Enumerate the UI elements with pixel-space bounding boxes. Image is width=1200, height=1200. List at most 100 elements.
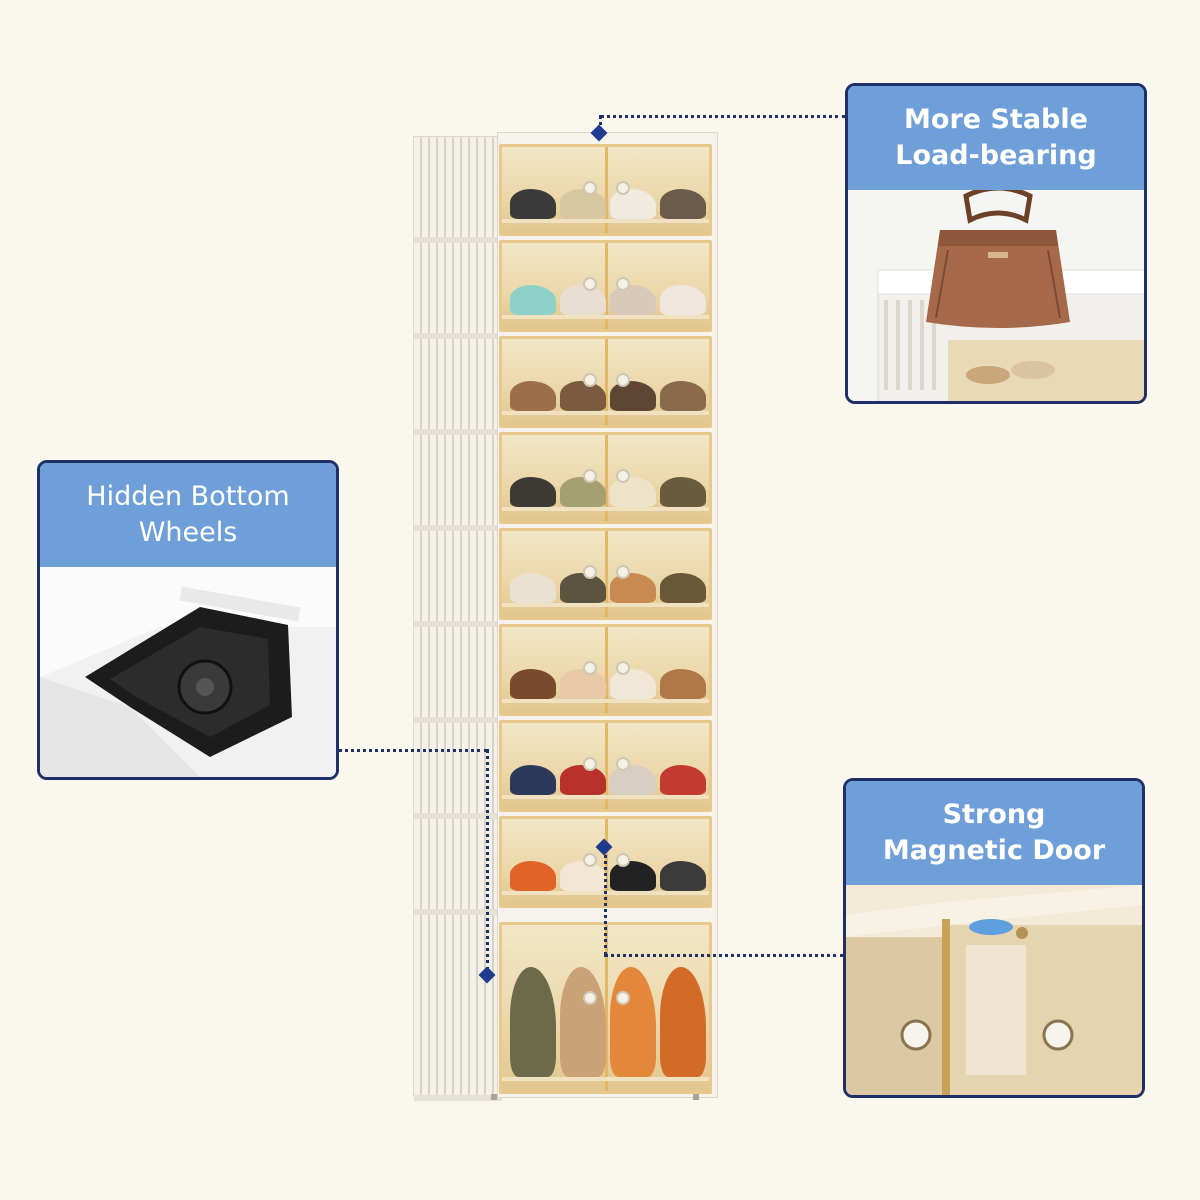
side-panel-band <box>414 621 502 627</box>
drawer-shelf <box>502 507 709 511</box>
load-bearing-image <box>848 185 1144 401</box>
side-panel-band <box>414 333 502 339</box>
hidden-wheels-title-line2: Wheels <box>138 517 238 548</box>
door-knob[interactable] <box>582 373 597 388</box>
cabinet-drawer[interactable] <box>499 144 712 236</box>
door-knob[interactable] <box>582 853 597 868</box>
shoe <box>610 765 656 795</box>
cabinet-drawer[interactable] <box>499 720 712 812</box>
door-knob[interactable] <box>582 757 597 772</box>
shoe <box>660 189 706 219</box>
drawer-shelf <box>502 795 709 799</box>
shoe <box>560 669 606 699</box>
side-panel-band <box>414 1095 502 1101</box>
shoe <box>660 967 706 1077</box>
load-connector-line <box>600 115 846 118</box>
door-knob[interactable] <box>582 181 597 196</box>
shoe <box>510 189 556 219</box>
door-knob[interactable] <box>616 469 631 484</box>
drawer-door-split <box>604 627 608 713</box>
shoe <box>610 477 656 507</box>
cabinet-drawer[interactable] <box>499 240 712 332</box>
shoe <box>660 861 706 891</box>
shoe <box>510 285 556 315</box>
drawer-shelf <box>502 603 709 607</box>
cabinet-foot <box>491 1094 497 1100</box>
shoe <box>510 861 556 891</box>
drawer-door-split <box>604 531 608 617</box>
side-panel-band <box>414 525 502 531</box>
drawer-door-split <box>604 435 608 521</box>
drawer-shelf <box>502 1077 709 1081</box>
door-knob[interactable] <box>616 991 631 1006</box>
door-knob[interactable] <box>616 757 631 772</box>
magnetic-door-title-line2: Magnetic Door <box>882 835 1106 866</box>
wheels-connector-vertical <box>486 749 489 971</box>
drawer-shelf <box>502 219 709 223</box>
load-bearing-title-line2: Load-bearing <box>895 140 1097 171</box>
side-panel-band <box>414 909 502 915</box>
door-connector-vertical <box>604 848 607 956</box>
door-knob[interactable] <box>582 565 597 580</box>
drawer-shelf <box>502 699 709 703</box>
shoe <box>610 861 656 891</box>
magnetic-door-image <box>846 885 1142 1095</box>
door-knob[interactable] <box>582 661 597 676</box>
shoe <box>560 285 606 315</box>
shoe <box>560 189 606 219</box>
shoe <box>660 573 706 603</box>
cabinet-drawer[interactable] <box>499 528 712 620</box>
magnet-icon <box>846 885 1142 1095</box>
load-bearing-title-line1: More Stable <box>904 104 1088 135</box>
shoe <box>610 967 656 1077</box>
door-knob[interactable] <box>616 277 631 292</box>
shoe <box>610 381 656 411</box>
drawer-shelf <box>502 315 709 319</box>
hidden-wheels-image <box>40 567 336 777</box>
shoe <box>510 573 556 603</box>
door-knob[interactable] <box>616 853 631 868</box>
shoe <box>510 669 556 699</box>
shoe <box>610 573 656 603</box>
shoe <box>560 765 606 795</box>
drawer-shelf <box>502 411 709 415</box>
shoe <box>660 381 706 411</box>
hidden-wheels-heading: Hidden Bottom Wheels <box>40 463 336 567</box>
shoe <box>510 967 556 1077</box>
side-panel-band <box>414 813 502 819</box>
door-connector-line <box>604 954 844 957</box>
drawer-door-split <box>604 723 608 809</box>
wheels-connector-line <box>338 749 488 752</box>
shoe <box>660 285 706 315</box>
cabinet-drawer[interactable] <box>499 922 712 1094</box>
door-knob[interactable] <box>616 181 631 196</box>
door-knob[interactable] <box>616 565 631 580</box>
shoe <box>610 669 656 699</box>
shoe <box>510 765 556 795</box>
door-knob[interactable] <box>582 469 597 484</box>
door-knob[interactable] <box>582 991 597 1006</box>
shoe <box>610 189 656 219</box>
shoe <box>560 477 606 507</box>
side-panel-band <box>414 717 502 723</box>
cabinet-drawer[interactable] <box>499 624 712 716</box>
cabinet-foot <box>693 1094 699 1100</box>
hidden-wheels-title-line1: Hidden Bottom <box>86 481 290 512</box>
shoe <box>660 765 706 795</box>
shoe <box>660 669 706 699</box>
door-knob[interactable] <box>616 373 631 388</box>
caster-wheel-icon <box>40 567 336 777</box>
load-bearing-heading: More Stable Load-bearing <box>848 86 1144 190</box>
drawer-door-split <box>604 339 608 425</box>
handbag-icon <box>877 185 1144 401</box>
cabinet-side-panel <box>413 136 503 1101</box>
shoe <box>510 381 556 411</box>
door-knob[interactable] <box>582 277 597 292</box>
load-bearing-callout: More Stable Load-bearing <box>845 83 1147 404</box>
drawer-door-split <box>604 925 608 1091</box>
shoe <box>560 967 606 1077</box>
load-connector-vertical <box>599 115 602 133</box>
door-knob[interactable] <box>616 661 631 676</box>
cabinet-drawer[interactable] <box>499 336 712 428</box>
cabinet-drawer[interactable] <box>499 432 712 524</box>
